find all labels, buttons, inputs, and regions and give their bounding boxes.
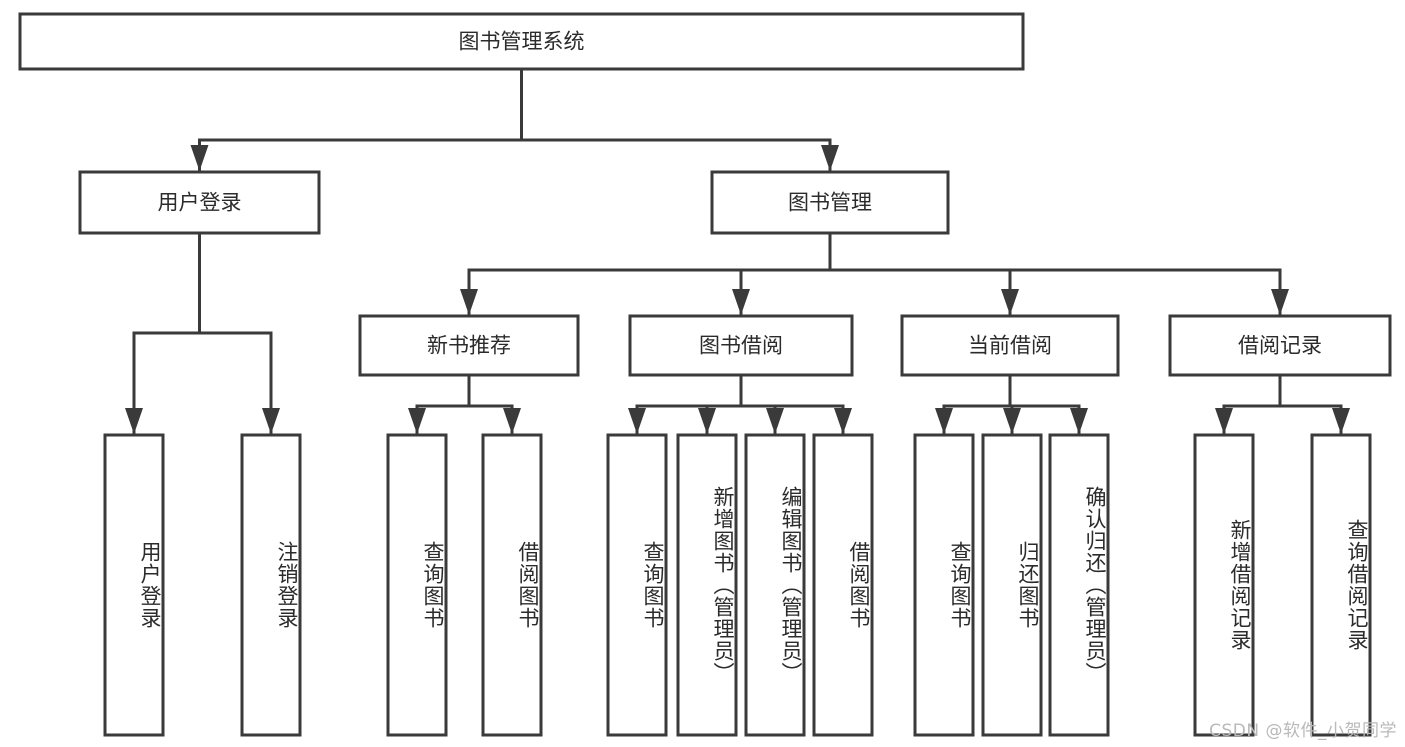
arrow-head-icon bbox=[408, 408, 426, 434]
node-box-leaf-query-book-3 bbox=[913, 433, 975, 737]
node-label-book-borrow: 图书借阅 bbox=[699, 334, 783, 358]
node-box-new-book-recommend bbox=[358, 314, 580, 377]
node-box-book-borrow bbox=[628, 314, 854, 377]
node-boxes-layer bbox=[18, 12, 1392, 737]
node-box-leaf-user-login bbox=[103, 433, 165, 737]
node-box-leaf-logout-login bbox=[240, 433, 302, 737]
node-box-leaf-query-book-2 bbox=[606, 433, 668, 737]
node-label-leaf-query-book-2: 查询图书 bbox=[641, 541, 665, 629]
node-label-leaf-logout-login: 注销登录 bbox=[275, 541, 299, 629]
arrow-head-icon bbox=[1070, 408, 1088, 434]
arrow-head-icon bbox=[1332, 408, 1350, 434]
root-node-label: 图书管理系统 bbox=[459, 30, 585, 54]
node-box-current-borrow bbox=[900, 314, 1120, 377]
arrow-head-icon bbox=[834, 408, 852, 434]
node-label-new-book-recommend: 新书推荐 bbox=[427, 334, 511, 358]
node-label-leaf-query-book-1: 查询图书 bbox=[421, 541, 445, 629]
arrow-head-icon bbox=[503, 408, 521, 434]
arrow-head-icon bbox=[628, 408, 646, 434]
arrow-head-icon bbox=[698, 408, 716, 434]
node-label-book-manage: 图书管理 bbox=[788, 191, 872, 215]
node-box-leaf-borrow-book-1 bbox=[481, 433, 543, 737]
node-label-borrow-record: 借阅记录 bbox=[1238, 334, 1322, 358]
arrow-head-icon bbox=[460, 289, 478, 315]
node-label-leaf-query-record: 查询借阅记录 bbox=[1345, 519, 1369, 651]
arrow-head-icon bbox=[1003, 408, 1021, 434]
node-box-book-manage bbox=[710, 170, 950, 235]
node-label-leaf-add-record: 新增借阅记录 bbox=[1228, 519, 1252, 651]
arrow-head-icon bbox=[935, 408, 953, 434]
node-box-leaf-add-record bbox=[1193, 433, 1255, 737]
node-label-leaf-add-book: 新增图书（管理员） bbox=[711, 486, 735, 684]
node-label-user-login: 用户登录 bbox=[158, 191, 242, 215]
node-label-leaf-borrow-book-2: 借阅图书 bbox=[847, 541, 871, 629]
arrow-head-icon bbox=[1001, 289, 1019, 315]
node-label-leaf-confirm-return: 确认归还（管理员） bbox=[1083, 486, 1107, 684]
arrow-head-icon bbox=[1271, 289, 1289, 315]
node-box-leaf-query-book-1 bbox=[386, 433, 448, 737]
node-label-current-borrow: 当前借阅 bbox=[968, 334, 1052, 358]
node-label-leaf-return-book: 归还图书 bbox=[1016, 541, 1040, 629]
node-label-leaf-borrow-book-1: 借阅图书 bbox=[516, 541, 540, 629]
node-label-leaf-user-login: 用户登录 bbox=[138, 541, 162, 629]
node-box-user-login bbox=[78, 170, 321, 235]
node-box-leaf-edit-book bbox=[744, 433, 806, 737]
node-box-leaf-confirm-return bbox=[1048, 433, 1110, 737]
node-box-borrow-record bbox=[1168, 314, 1392, 377]
node-box-leaf-query-record bbox=[1310, 433, 1372, 737]
connectors-layer bbox=[125, 67, 1350, 435]
root-node-box bbox=[18, 12, 1025, 71]
node-box-leaf-return-book bbox=[981, 433, 1043, 737]
arrow-head-icon bbox=[821, 145, 839, 171]
node-label-leaf-query-book-3: 查询图书 bbox=[948, 541, 972, 629]
arrow-head-icon bbox=[262, 408, 280, 434]
watermark: CSDN @软件_小贺同学 bbox=[1209, 721, 1397, 741]
node-box-leaf-add-book bbox=[676, 433, 738, 737]
arrow-head-icon bbox=[190, 145, 209, 171]
arrow-head-icon bbox=[766, 408, 784, 434]
node-box-leaf-borrow-book-2 bbox=[812, 433, 874, 737]
arrow-head-icon bbox=[125, 408, 143, 434]
node-label-leaf-edit-book: 编辑图书（管理员） bbox=[779, 486, 803, 684]
arrow-head-icon bbox=[1215, 408, 1233, 434]
arrow-head-icon bbox=[732, 289, 750, 315]
